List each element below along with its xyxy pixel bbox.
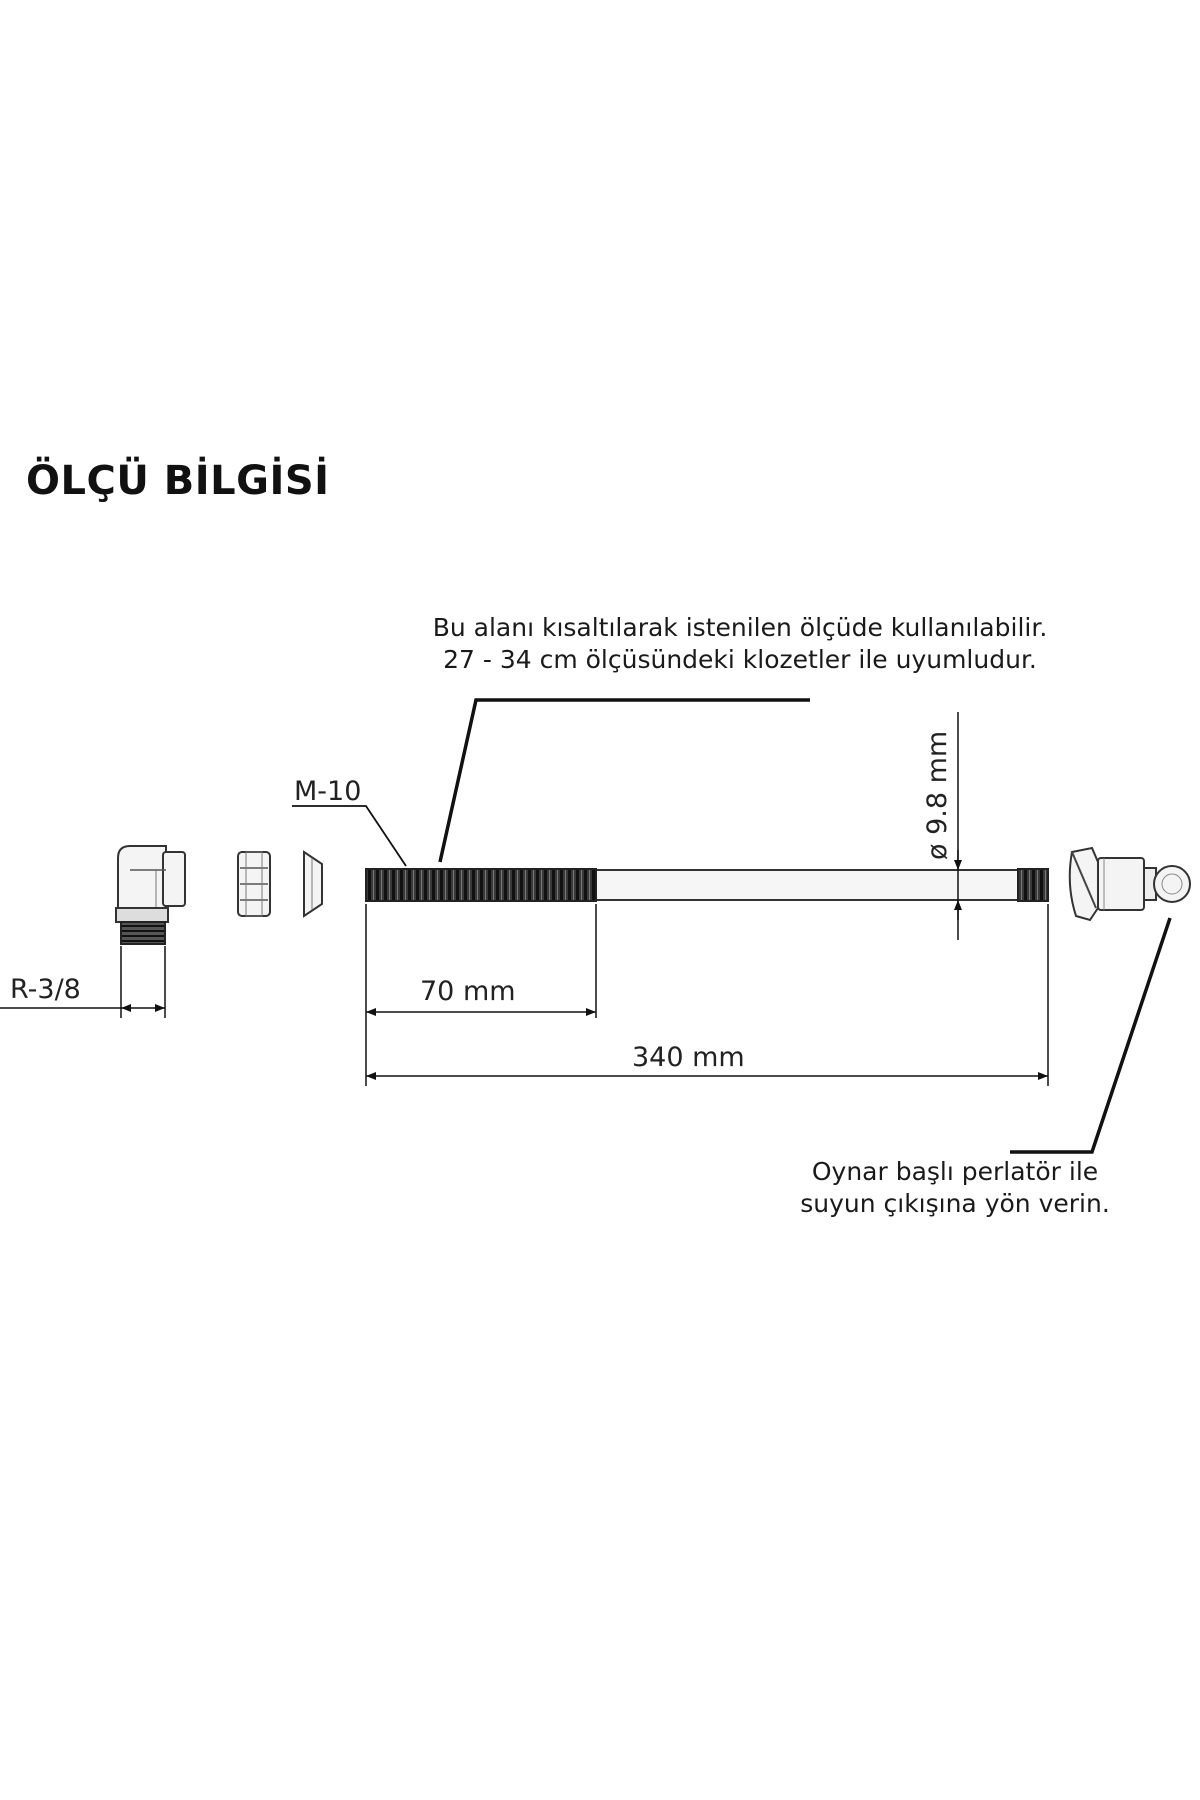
- rod-thread-right: [1017, 868, 1049, 902]
- ball-joint: [1153, 865, 1191, 903]
- rod-thread-left: [365, 868, 597, 902]
- hex-nut: [237, 851, 271, 917]
- thread-length-label: 70 mm: [420, 976, 516, 1007]
- elbow-fitting: [115, 845, 186, 945]
- page-title: ÖLÇÜ BİLGİSİ: [26, 458, 330, 504]
- aerator-note-line-2: suyun çıkışına yön verin.: [800, 1189, 1110, 1218]
- leader-lines: [438, 698, 1172, 1154]
- connection-label: R-3/8: [10, 974, 81, 1005]
- swivel-aerator: [1068, 846, 1191, 922]
- shortening-note-line-2: 27 - 34 cm ölçüsündeki klozetler ile uyu…: [443, 645, 1037, 674]
- aerator-note-line-1: Oynar başlı perlatör ile: [811, 1157, 1099, 1186]
- cone-washer: [303, 850, 323, 918]
- thread-leader: [292, 805, 407, 867]
- aerator-note: Oynar başlı perlatör ile suyun çıkışına …: [770, 1156, 1140, 1220]
- connection-dimension: R-3/8: [0, 946, 166, 1018]
- diameter-dimension: ø 9.8 mm: [922, 712, 962, 940]
- shortening-note-line-1: Bu alanı kısaltılarak istenilen ölçüde k…: [432, 613, 1048, 642]
- total-length-dimension: 340 mm: [366, 904, 1049, 1086]
- total-length-label: 340 mm: [632, 1042, 745, 1073]
- shortening-note: Bu alanı kısaltılarak istenilen ölçüde k…: [400, 612, 1080, 676]
- aerator-leader: [1010, 917, 1172, 1154]
- diameter-label: ø 9.8 mm: [922, 731, 953, 860]
- thread-length-dimension: 70 mm: [365, 904, 597, 1086]
- elbow-thread: [120, 921, 166, 945]
- thread-label: M-10: [294, 776, 361, 807]
- shortening-leader: [438, 698, 810, 863]
- threaded-rod: [365, 868, 1049, 902]
